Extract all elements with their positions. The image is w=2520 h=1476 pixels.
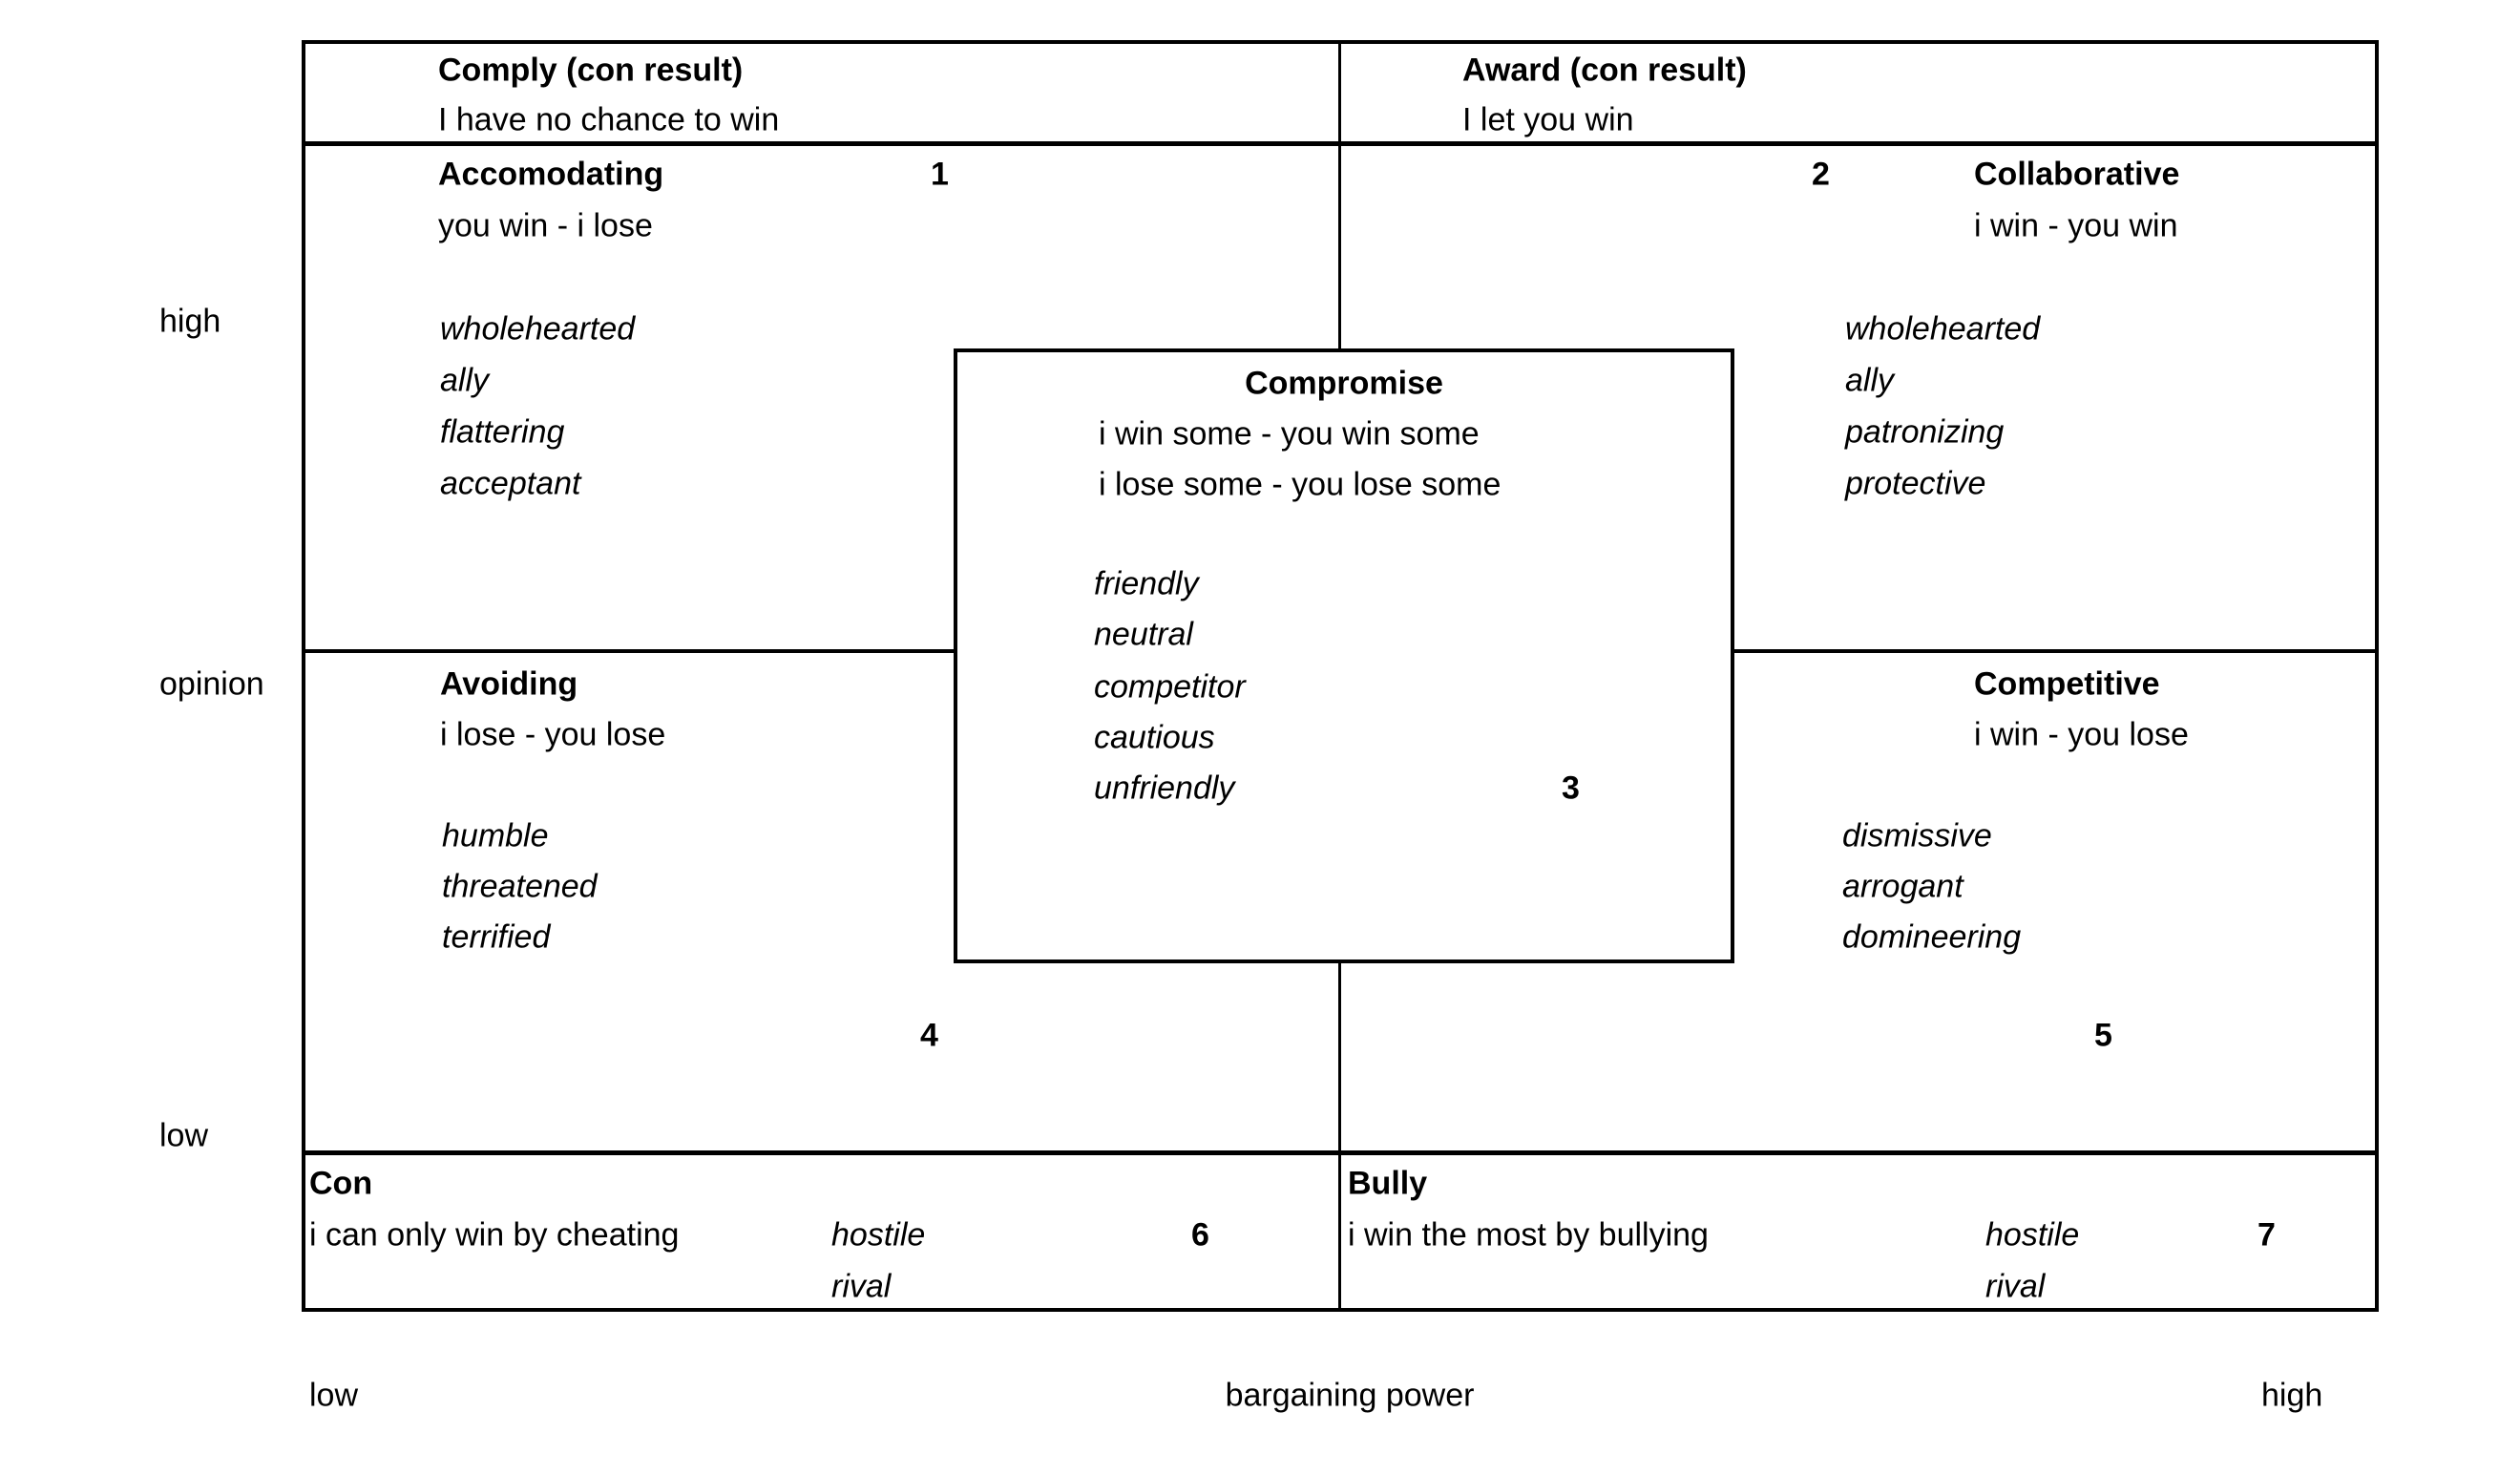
quadrant-avoiding-outcome: i lose - you lose <box>440 716 666 753</box>
y-axis-high-label: high <box>159 303 221 340</box>
quadrant-avoiding-trait: threatened <box>442 868 598 905</box>
quadrant-accommodating-name: Accomodating <box>438 156 664 193</box>
y-axis-low-label: low <box>159 1117 209 1154</box>
strategy-con-trait: hostile <box>831 1216 926 1254</box>
quadrant-competitive-outcome: i win - you lose <box>1974 716 2189 753</box>
compromise-box: Compromise i win some - you win some i l… <box>954 348 1734 963</box>
compromise-title: Compromise <box>1245 365 1443 402</box>
quadrant-avoiding-trait: humble <box>442 817 549 854</box>
strategy-con-name: Con <box>309 1165 373 1202</box>
quadrant-avoiding-trait: terrified <box>442 918 551 956</box>
header-award-subtitle: I let you win <box>1462 101 1634 138</box>
header-comply-title: Comply (con result) <box>438 52 744 89</box>
quadrant-collaborative-name: Collaborative <box>1974 156 2180 193</box>
strategy-con-trait: rival <box>831 1268 892 1305</box>
y-axis-title: opinion <box>159 665 264 703</box>
quadrant-competitive-trait: domineering <box>1842 918 2022 956</box>
quadrant-accommodating-trait: ally <box>440 362 490 399</box>
quadrant-accommodating-trait: wholehearted <box>440 310 636 348</box>
quadrant-collaborative-number: 2 <box>1812 156 1830 193</box>
header-comply-subtitle: I have no chance to win <box>438 101 780 138</box>
compromise-outcome-win: i win some - you win some <box>1099 415 1480 453</box>
quadrant-accommodating-trait: flattering <box>440 413 565 451</box>
compromise-trait: friendly <box>1094 565 1199 602</box>
header-award-title: Award (con result) <box>1462 52 1747 89</box>
quadrant-competitive-name: Competitive <box>1974 665 2160 703</box>
strategy-con-description: i can only win by cheating <box>309 1216 680 1254</box>
quadrant-accommodating-trait: acceptant <box>440 465 581 502</box>
strategy-bully-name: Bully <box>1348 1165 1428 1202</box>
quadrant-accommodating-number: 1 <box>931 156 949 193</box>
quadrant-collaborative-outcome: i win - you win <box>1974 207 2178 244</box>
quadrant-competitive-number: 5 <box>2094 1017 2112 1054</box>
strategy-bully-trait: rival <box>1985 1268 2046 1305</box>
compromise-trait: neutral <box>1094 616 1193 653</box>
compromise-trait: unfriendly <box>1094 770 1235 807</box>
strategy-bully-description: i win the most by bullying <box>1348 1216 1709 1254</box>
quadrant-avoiding-name: Avoiding <box>440 665 578 703</box>
x-axis-high-label: high <box>2261 1377 2323 1414</box>
quadrant-accommodating-outcome: you win - i lose <box>438 207 653 244</box>
quadrant-competitive-trait: arrogant <box>1842 868 1964 905</box>
compromise-trait: competitor <box>1094 668 1246 706</box>
x-axis-low-label: low <box>309 1377 359 1414</box>
quadrant-collaborative-trait: wholehearted <box>1845 310 2041 348</box>
quadrant-avoiding-number: 4 <box>920 1017 938 1054</box>
strategy-bully-trait: hostile <box>1985 1216 2080 1254</box>
quadrant-collaborative-trait: patronizing <box>1845 413 2005 451</box>
compromise-trait: cautious <box>1094 719 1215 756</box>
strategy-bully-number: 7 <box>2258 1216 2276 1254</box>
x-axis-title: bargaining power <box>1225 1377 1475 1414</box>
quadrant-collaborative-trait: ally <box>1845 362 1895 399</box>
compromise-outcome-lose: i lose some - you lose some <box>1099 466 1502 503</box>
strategy-con-number: 6 <box>1191 1216 1209 1254</box>
quadrant-competitive-trait: dismissive <box>1842 817 1992 854</box>
quadrant-collaborative-trait: protective <box>1845 465 1986 502</box>
compromise-number: 3 <box>1562 770 1580 807</box>
